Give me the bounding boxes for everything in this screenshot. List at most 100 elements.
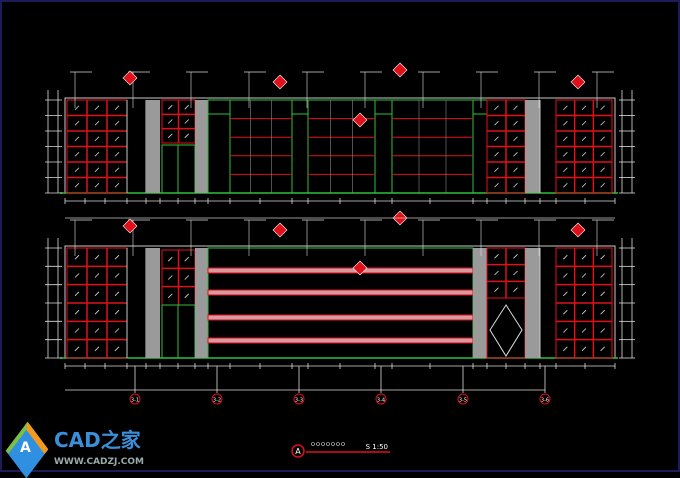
gray-panel [525, 248, 540, 358]
glass-hatch [513, 167, 518, 173]
glass-hatch [167, 133, 173, 139]
glass-hatch [494, 167, 499, 173]
title-symbol: A [295, 447, 301, 456]
title-text-glyph [336, 442, 340, 446]
glass-hatch [563, 120, 568, 126]
glass-hatch [563, 346, 568, 352]
glass-hatch [513, 105, 518, 111]
glass-hatch [74, 136, 80, 142]
diamond-door [489, 304, 523, 357]
title-symbol-circle [291, 444, 305, 458]
gray-panel [195, 248, 208, 358]
axis-label: 3-4 [377, 398, 385, 404]
glass-hatch [563, 254, 568, 260]
watermark-logo: A CAD之家 WWW.CADZJ.COM [5, 421, 158, 478]
axis-bubble [211, 393, 223, 405]
glass-hatch [600, 254, 605, 260]
glass-hatch [581, 291, 587, 297]
axis-bubble [539, 393, 551, 405]
glass-panel [391, 99, 474, 194]
gray-panel [146, 248, 160, 358]
section-callout-icon [352, 260, 368, 276]
section-callout-icon [570, 222, 586, 238]
glass-hatch [184, 293, 190, 299]
glass-panel [307, 99, 376, 194]
column-cap [374, 99, 393, 115]
section-callout-icon [570, 74, 586, 90]
title-text-glyph [321, 442, 325, 446]
glass-hatch [94, 136, 100, 142]
title-text-glyph [316, 442, 320, 446]
glass-hatch [74, 120, 80, 126]
glass-hatch [74, 182, 80, 188]
glass-hatch [494, 270, 499, 276]
glass-hatch [600, 328, 605, 333]
gray-panel [473, 248, 487, 358]
gray-panel [195, 100, 208, 193]
axis-label: 3-3 [295, 398, 303, 404]
title-text-glyph [326, 442, 330, 446]
glass-hatch [184, 275, 190, 280]
glass-hatch [167, 119, 173, 124]
glass-hatch [494, 254, 499, 259]
glass-hatch [114, 120, 120, 126]
glass-hatch [74, 346, 80, 352]
glass-hatch [74, 328, 80, 333]
section-callout-icon [352, 112, 368, 128]
glass-hatch [513, 120, 518, 126]
decorative-band [207, 289, 474, 296]
glass-hatch [563, 291, 568, 297]
axis-bubble [293, 393, 305, 405]
glass-hatch [600, 273, 605, 278]
glass-hatch [94, 182, 100, 188]
glass-hatch [114, 328, 120, 333]
glass-hatch [513, 287, 518, 292]
axis-label: 3-1 [131, 398, 139, 404]
gray-panel [525, 100, 540, 193]
glass-hatch [581, 346, 587, 352]
glass-hatch [167, 275, 173, 280]
glass-hatch [563, 328, 568, 333]
glass-hatch [74, 254, 80, 260]
axis-bubble [129, 393, 141, 405]
section-callout-icon [392, 62, 408, 78]
glass-hatch [600, 136, 605, 142]
glass-hatch [581, 273, 587, 278]
glass-hatch [74, 291, 80, 297]
section-callout-icon [272, 222, 288, 238]
glass-hatch [184, 133, 190, 139]
glass-hatch [581, 136, 587, 142]
glass-hatch [74, 105, 80, 111]
glass-hatch [600, 346, 605, 352]
glass-hatch [600, 105, 605, 111]
glass-hatch [563, 105, 568, 111]
glass-hatch [94, 151, 100, 157]
glass-hatch [494, 151, 499, 157]
glass-hatch [184, 119, 190, 124]
column-cap [472, 99, 488, 115]
glass-hatch [600, 151, 605, 157]
glass-hatch [494, 105, 499, 111]
glass-hatch [114, 346, 120, 352]
glass-hatch [513, 151, 518, 157]
glass-hatch [494, 120, 499, 126]
glass-hatch [563, 273, 568, 278]
glass-hatch [167, 256, 173, 262]
glass-hatch [94, 273, 100, 278]
glass-hatch [74, 309, 80, 315]
glass-hatch [600, 291, 605, 297]
glass-hatch [581, 120, 587, 126]
axis-label: 3-2 [213, 398, 221, 404]
watermark-brand: CAD之家 [54, 428, 141, 452]
glass-hatch [600, 182, 605, 188]
glass-hatch [114, 309, 120, 315]
decorative-band [207, 314, 474, 321]
decorative-band [207, 337, 474, 344]
title-text-glyph [341, 442, 345, 446]
glass-hatch [94, 309, 100, 315]
glass-hatch [581, 328, 587, 333]
glass-hatch [581, 309, 587, 315]
glass-hatch [114, 151, 120, 157]
